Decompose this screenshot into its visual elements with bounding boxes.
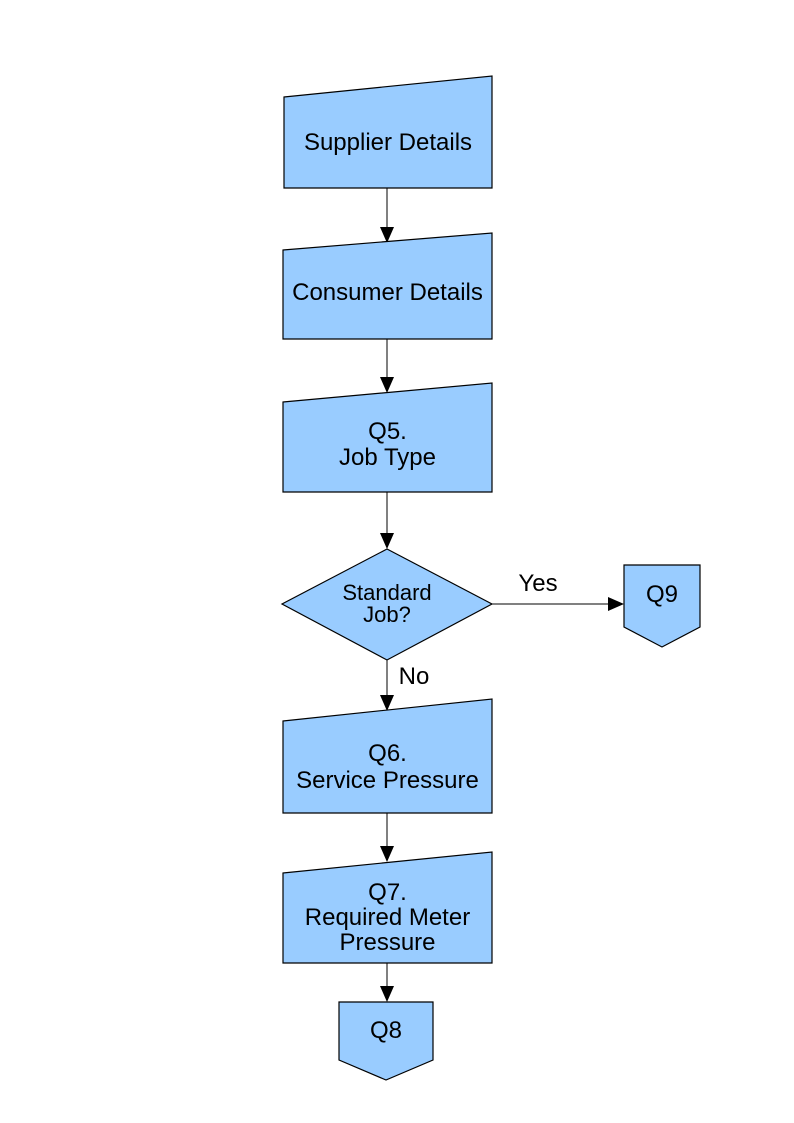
node-q6-service-pressure-label: Q6. Service Pressure [283, 740, 492, 794]
node-q7-line2: Required Meter [304, 904, 471, 931]
node-consumer-details-shape [282, 232, 493, 340]
node-consumer-details-label: Consumer Details [292, 279, 483, 306]
arrowhead-down-icon [380, 846, 394, 862]
node-q6-line1: Q6. [368, 740, 407, 767]
node-q7-required-meter-pressure-label: Q7. Required Meter Pressure [283, 880, 492, 955]
edge-label-no: No [398, 663, 430, 690]
node-q8-offpage-connector-shape [338, 1001, 434, 1081]
node-q6-line2: Service Pressure [296, 767, 479, 794]
node-q5-line1: Q5. [368, 418, 407, 445]
node-q6-service-pressure-shape [282, 698, 493, 814]
decision-line1: Standard [342, 580, 432, 605]
decision-line2: Job? [363, 602, 411, 627]
node-standard-job-decision-label: Standard Job? [312, 582, 462, 626]
node-q7-line1: Q7. [368, 879, 407, 906]
edge-label-yes: Yes [518, 570, 558, 597]
node-supplier-details-label: Supplier Details [303, 129, 473, 156]
arrowhead-down-icon [380, 986, 394, 1002]
arrowhead-down-icon [380, 695, 394, 711]
node-standard-job-decision-shape [280, 548, 494, 661]
node-q5-job-type-shape [282, 382, 493, 493]
arrowhead-down-icon [380, 227, 394, 243]
node-q5-job-type-label: Q5. Job Type [283, 419, 492, 471]
node-q7-required-meter-pressure-shape [282, 851, 493, 964]
node-q9-offpage-connector-shape [623, 564, 701, 648]
arrowhead-right-icon [608, 597, 624, 611]
node-supplier-details-shape [283, 75, 493, 189]
arrowhead-down-icon [380, 533, 394, 549]
node-q9-label: Q9 [645, 581, 678, 608]
node-q7-line3: Pressure [339, 929, 436, 956]
node-q5-line2: Job Type [339, 444, 436, 471]
node-q8-label: Q8 [369, 1017, 402, 1044]
arrowhead-down-icon [380, 377, 394, 393]
